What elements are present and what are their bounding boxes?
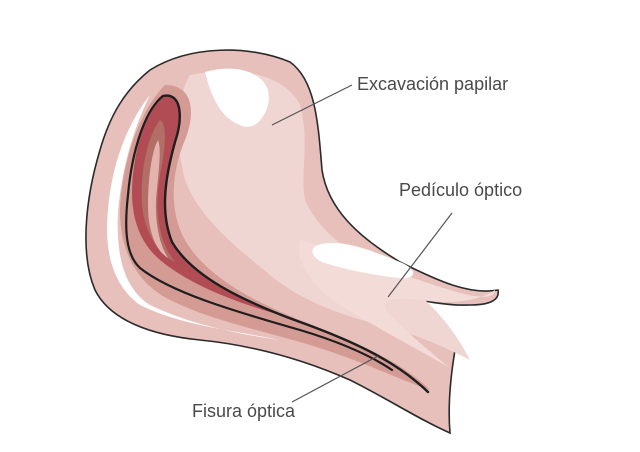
leader-pediculo	[387, 212, 453, 298]
stalk-inner	[299, 240, 495, 368]
label-excavacion-papilar: Excavación papilar	[357, 74, 509, 94]
leader-fisura	[291, 355, 379, 403]
retina-boundary-line-outer	[125, 94, 394, 372]
label-fisura-optica: Fisura óptica	[192, 401, 296, 421]
stalk-highlight	[312, 242, 414, 279]
cup-highlight	[205, 68, 269, 127]
retina-boundary-line	[161, 94, 430, 394]
label-pediculo-optico: Pedículo óptico	[399, 180, 523, 200]
layer-core-light	[148, 140, 168, 258]
leader-excavacion	[271, 84, 353, 126]
pigment-layer-red	[131, 94, 280, 315]
